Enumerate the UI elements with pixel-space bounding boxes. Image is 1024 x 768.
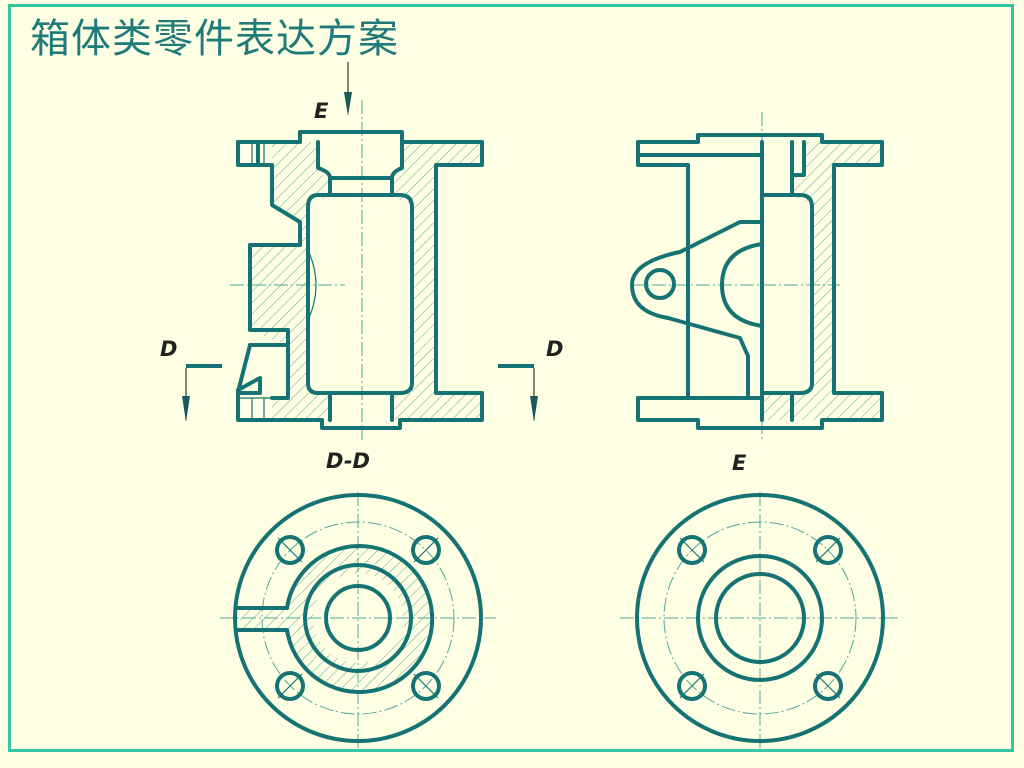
front-bottom-chamfer <box>236 343 252 394</box>
e-outer-circle <box>635 493 885 743</box>
dd-ring-outer <box>285 544 435 694</box>
front-section-view <box>230 100 484 440</box>
front-bottom-boss <box>248 343 290 400</box>
front-inner-cavity <box>306 193 414 395</box>
label-e-arrow: E <box>314 99 329 123</box>
dd-outer-circle <box>233 493 483 743</box>
hatch-side-right <box>762 142 882 420</box>
dd-boss-circle <box>303 563 413 673</box>
lug-hole <box>644 268 676 300</box>
label-view-e: E <box>732 451 747 475</box>
label-d-right: D <box>546 337 563 361</box>
side-top-bore <box>790 140 806 197</box>
section-arrow-d-left: D <box>160 337 222 422</box>
side-lug <box>630 220 764 400</box>
label-d-left: D <box>160 337 177 361</box>
e-boss-circle <box>696 554 824 682</box>
front-top-flange-left <box>236 140 260 167</box>
side-half-section-view <box>630 112 884 440</box>
dd-section-view <box>220 492 496 748</box>
front-side-arc <box>307 249 317 321</box>
hatch-left-wall <box>250 142 330 420</box>
section-arrow-d-right: D <box>498 337 563 422</box>
section-arrow-e: E <box>314 62 352 123</box>
e-view <box>620 492 900 748</box>
front-top-bore <box>316 140 404 197</box>
dd-bore-circle <box>324 584 392 652</box>
hatch-dd-ring <box>240 544 433 691</box>
dd-bolt-holes <box>275 535 441 701</box>
hatch-right-wall <box>392 142 482 420</box>
slide-title: 箱体类零件表达方案 <box>30 16 399 62</box>
e-bolt-holes <box>677 535 843 701</box>
side-boss-arc <box>720 242 764 328</box>
dd-slot <box>234 606 289 632</box>
slide-frame <box>8 4 1014 752</box>
front-bottom-bore <box>328 391 394 422</box>
e-bore-circle <box>714 572 806 664</box>
side-inner-cavity <box>760 193 814 395</box>
label-view-dd: D-D <box>326 449 370 473</box>
front-left-wall-contour <box>248 163 302 347</box>
